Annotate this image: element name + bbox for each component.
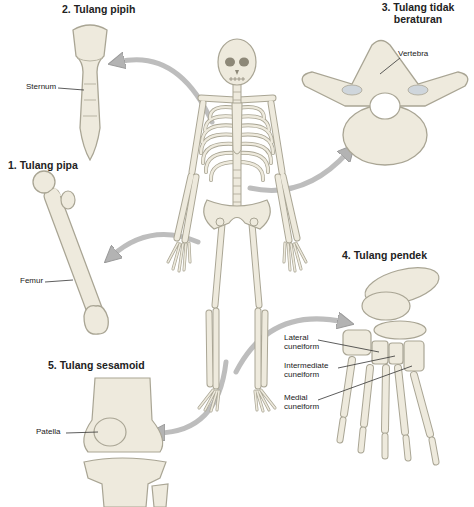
category-heading: 4. Tulang pendek [342,250,427,262]
articular-facet [408,85,428,95]
femur-neck [52,190,58,198]
sternum-bone [73,25,107,160]
femur-shaft [52,196,96,314]
medial-cuneiform [404,341,424,371]
pointer-arrows [112,60,348,433]
category-heading: 3. Tulang tidak beraturan [368,2,468,26]
skeleton [168,39,306,411]
eye-socket [239,58,249,67]
limb-bones [177,98,235,386]
part-name: Lateral cuneiform [284,334,330,352]
ribs [201,107,236,180]
category-heading: 1. Tulang pipa [8,160,78,172]
sternum-segments [77,58,103,116]
fibula-head [152,484,168,507]
eye-socket [225,58,235,67]
knee-illustration [66,378,168,507]
skull [218,39,256,85]
vertebral-foramen [370,93,400,119]
leader-line [66,432,98,433]
leader-line [318,366,412,400]
teeth [229,77,245,81]
leader-line [338,356,395,368]
ribs [201,107,236,180]
spine-segments [233,92,241,202]
hand-foot-bones [168,243,219,411]
femur-shaft-outline [52,196,96,314]
articular-facet [342,85,362,95]
leader-line [380,58,400,74]
patella-bone [94,418,126,446]
leader-line [45,280,73,282]
foot-illustration [318,261,443,462]
femur-illustration [33,171,108,334]
hand-foot-bones [255,243,306,411]
hip-joint [250,218,258,226]
part-name: Intermediate cuneiform [284,362,342,380]
hand-foot-bones [255,243,306,411]
spine [233,84,241,212]
category-heading: 5. Tulang sesamoid [48,360,145,372]
intermediate-cuneiform [389,343,403,364]
cuboid [343,330,371,355]
part-name: Femur [20,277,43,286]
ribs [238,107,273,180]
leader-line [58,88,84,90]
navicular [374,321,426,339]
femur-lower-end [84,378,163,452]
greater-trochanter [61,191,75,209]
limb-bones [177,98,235,386]
ribs [238,107,273,180]
metatarsals [340,360,436,462]
femur-condyles [84,306,108,334]
pelvis [204,200,270,229]
part-name: Patella [36,428,60,437]
vertebra-illustration [302,41,468,166]
category-heading: 2. Tulang pipih [62,4,135,16]
sternum-small [232,103,242,154]
part-name: Medial cuneiform [284,394,330,412]
hip-joint [216,218,224,226]
part-name: Vertebra [398,50,428,59]
part-name: Sternum [26,83,56,92]
pointer-arrow [118,60,212,122]
nose-cavity [235,70,239,75]
talus [362,292,410,320]
leader-line [318,340,379,352]
sternum-illustration [58,25,107,160]
hand-foot-bones [168,243,219,411]
femur-head [33,171,55,193]
